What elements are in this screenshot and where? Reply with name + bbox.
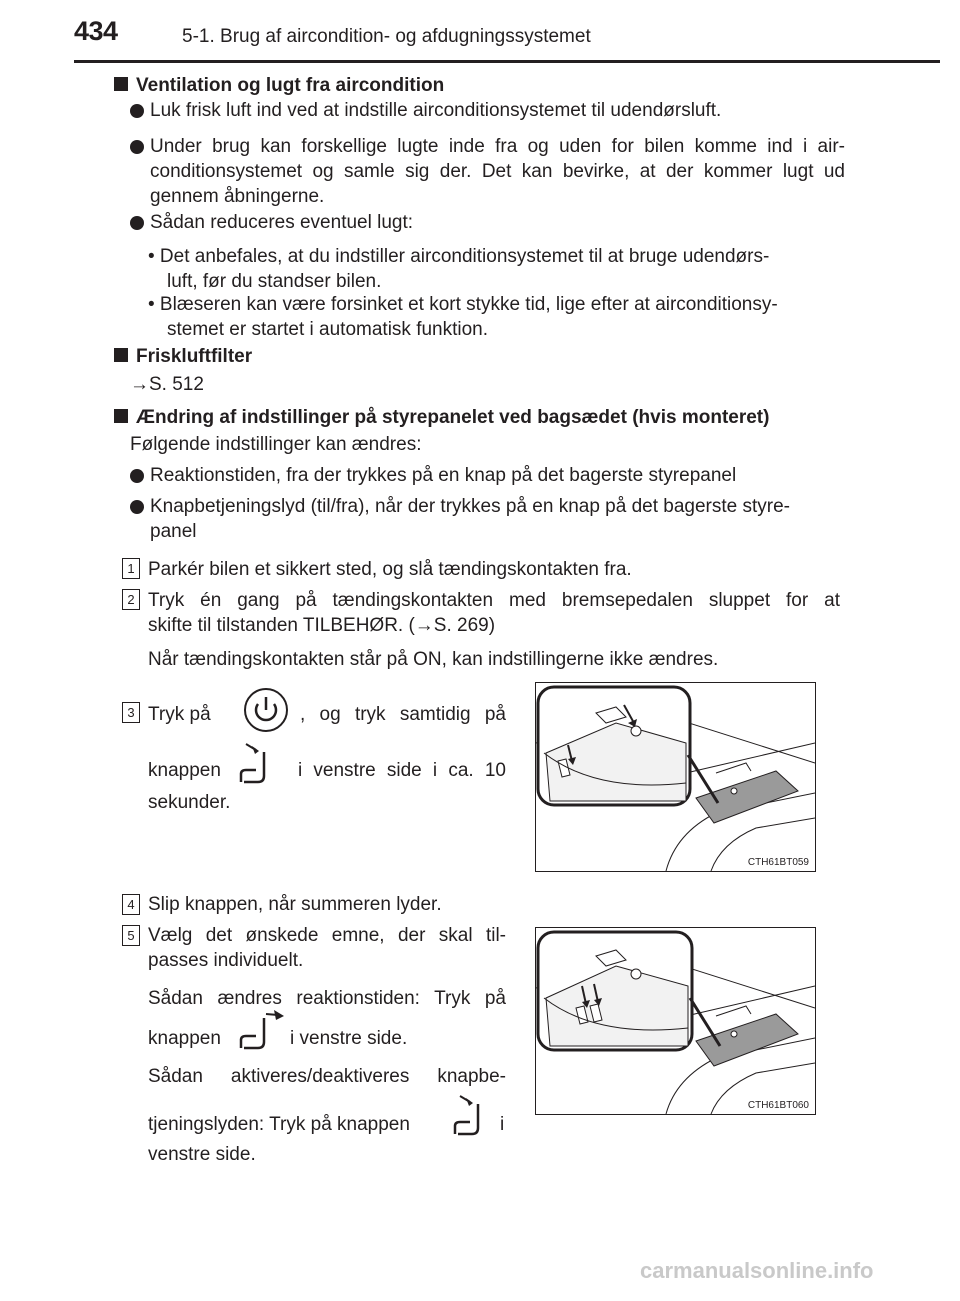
step-5-reaction-line2-b: i venstre side.	[290, 1028, 408, 1049]
step-number-1: 1	[122, 558, 140, 579]
step-5-sound-line2-b: i	[500, 1114, 505, 1135]
figure-code-1: CTH61BT059	[747, 857, 809, 868]
step-3-line1-b: , og tryk samtidig på	[300, 704, 506, 725]
figure-code-2: CTH61BT060	[747, 1100, 809, 1111]
figure-rear-panel-2: CTH61BT060	[535, 927, 816, 1115]
section-title: 5-1. Brug af aircondition- og afdugnings…	[182, 26, 591, 47]
step-number-5: 5	[122, 925, 140, 946]
seat-button-sound-icon	[453, 1095, 480, 1136]
figure-rear-panel-1: CTH61BT059	[535, 682, 816, 872]
ventilation-sub-2: • Blæseren kan være forsinket et kort st…	[148, 294, 778, 340]
step-5-text: Vælg det ønskede emne, der skal til- pas…	[148, 925, 506, 971]
heading-filter: Friskluftfilter	[114, 344, 252, 369]
step-4-text: Slip knappen, når summeren lyder.	[148, 894, 442, 915]
step-5-sound-line3: venstre side.	[148, 1144, 256, 1165]
step-number-2: 2	[122, 589, 140, 610]
step-number-3: 3	[122, 702, 140, 723]
settings-bullet-2: Knapbetjeningslyd (til/fra), når der try…	[150, 496, 791, 542]
step-5-reaction-line2-a: knappen	[148, 1028, 221, 1049]
step-2-note: Når tændingskontakten står på ON, kan in…	[148, 649, 719, 670]
ventilation-bullet-3: Sådan reduceres eventuel lugt:	[150, 212, 414, 233]
rear-panel-illustration	[536, 685, 815, 871]
round-bullet-icon	[130, 140, 144, 154]
step-3-line2-a: knappen	[148, 760, 221, 781]
square-bullet-icon	[114, 348, 128, 362]
watermark: carmanualsonline.info	[640, 1258, 874, 1283]
seat-button-reaction-icon	[239, 1010, 284, 1050]
header-rule	[74, 60, 940, 63]
step-5-sound-line2-a: tjeningslyden: Tryk på knappen	[148, 1114, 410, 1135]
heading-ventilation: Ventilation og lugt fra aircondition	[114, 73, 444, 98]
ventilation-sub-1: • Det anbefales, at du indstiller aircon…	[148, 246, 770, 292]
step-3-line3: sekunder.	[148, 792, 231, 813]
step-3-line1-a: Tryk på	[148, 704, 211, 725]
step-3-line2-b: i venstre side i ca. 10	[298, 760, 506, 781]
filter-page-reference: →S. 512	[130, 374, 204, 395]
power-button-icon	[244, 688, 288, 732]
seat-button-icon	[239, 743, 266, 784]
ventilation-bullet-1: Luk frisk luft ind ved at indstille airc…	[150, 100, 722, 121]
round-bullet-icon	[130, 469, 144, 483]
rear-panel-illustration-2	[536, 930, 815, 1114]
round-bullet-icon	[130, 216, 144, 230]
square-bullet-icon	[114, 77, 128, 91]
step-5-reaction-line1: Sådan ændres reaktionstiden: Tryk på	[148, 988, 506, 1009]
heading-settings: Ændring af indstillinger på styrepanelet…	[114, 405, 769, 430]
round-bullet-icon	[130, 500, 144, 514]
step-1-text: Parkér bilen et sikkert sted, og slå tæn…	[148, 559, 632, 580]
page-number: 434	[74, 16, 118, 46]
settings-bullet-1: Reaktionstiden, fra der trykkes på en kn…	[150, 465, 737, 486]
step-2-text: Tryk én gang på tændingskontakten med br…	[148, 590, 840, 636]
step-5-sound-line1: Sådan aktiveres/deaktiveres knapbe-	[148, 1066, 506, 1087]
ventilation-bullet-2: Under brug kan forskellige lugte inde fr…	[150, 136, 845, 207]
step-number-4: 4	[122, 894, 140, 915]
round-bullet-icon	[130, 104, 144, 118]
settings-intro: Følgende indstillinger kan ændres:	[130, 434, 422, 455]
square-bullet-icon	[114, 409, 128, 423]
